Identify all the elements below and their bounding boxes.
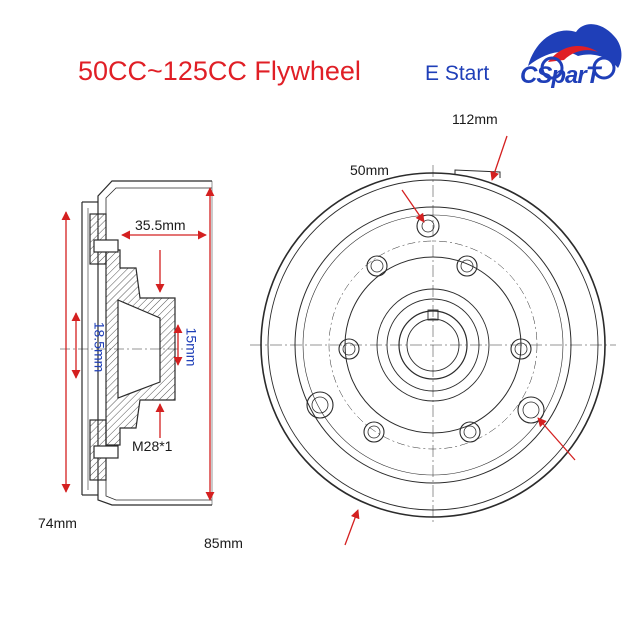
label-35-5mm: 35.5mm	[135, 217, 186, 233]
bolt-hole	[459, 421, 481, 443]
dim-112mm-arrow	[490, 135, 508, 181]
label-50mm: 50mm	[350, 162, 389, 178]
bolt-hole	[514, 342, 528, 356]
page-subtitle: E Start	[425, 62, 490, 85]
label-18-5mm: 18.5mm	[91, 321, 108, 373]
bolt-hole	[416, 214, 440, 238]
bolt-hole	[370, 259, 384, 273]
label-112mm: 112mm	[452, 111, 498, 127]
label-thread: M28*1	[132, 438, 173, 454]
brand-logo	[528, 24, 622, 80]
bolt-hole	[463, 425, 477, 439]
bolt-hole	[517, 396, 545, 424]
section-plate-top	[89, 213, 107, 265]
bolt-hole	[460, 259, 474, 273]
drum-shell	[97, 180, 212, 506]
front-view	[250, 165, 616, 525]
side-section	[60, 180, 213, 506]
rim-arrow	[344, 509, 360, 546]
label-85mm: 85mm	[204, 535, 243, 551]
bolt-hole	[366, 255, 388, 277]
dim-50mm-arrow	[401, 189, 425, 223]
motorcycle-icon	[528, 24, 622, 68]
label-74mm: 74mm	[38, 515, 77, 531]
label-15mm: 15mm	[183, 327, 200, 367]
bolt-hole	[311, 396, 329, 414]
bolt-hole	[306, 391, 334, 419]
bolt-hole	[342, 342, 356, 356]
bolt-hole	[456, 255, 478, 277]
bolt-hole	[367, 425, 381, 439]
brand-name: CSparT	[520, 62, 600, 89]
bolt-hole	[363, 421, 385, 443]
front-dimensions	[344, 135, 576, 546]
bolt-holes	[306, 214, 545, 443]
hole-arrow	[537, 417, 576, 461]
bolt-hole	[510, 338, 532, 360]
side-dimensions	[61, 187, 215, 501]
bolt-hole	[522, 401, 540, 419]
bolt-hole	[421, 219, 435, 233]
page-title: 50CC~125CC Flywheel	[78, 56, 361, 86]
bolt-hole	[338, 338, 360, 360]
